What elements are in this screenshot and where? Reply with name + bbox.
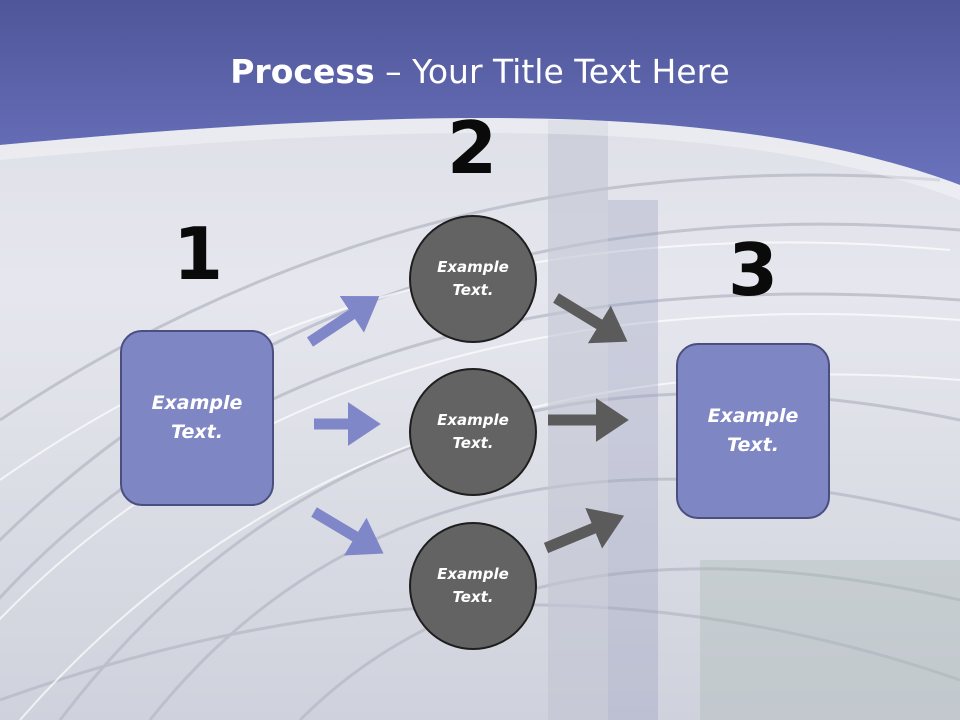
left-box-text: Example Text. [151, 392, 243, 443]
circle-middle-text: Example Text. [437, 411, 509, 452]
arrow-top-to-right [553, 293, 628, 344]
step-number-2: 2 [446, 106, 498, 190]
step-number-1: 1 [172, 212, 224, 296]
arrow-bottom-to-right [543, 507, 625, 554]
title-rest: – Your Title Text Here [374, 52, 730, 91]
left-box: Example Text. [120, 330, 274, 506]
step-number-3: 3 [727, 228, 779, 312]
arrow-to-top-circle [306, 295, 380, 347]
circle-bottom-text: Example Text. [437, 565, 509, 606]
circle-middle: Example Text. [409, 368, 537, 496]
slide-title: Process – Your Title Text Here [0, 52, 960, 91]
circle-top: Example Text. [409, 215, 537, 343]
arrow-to-bottom-circle [311, 507, 384, 556]
title-bold: Process [230, 52, 375, 91]
circle-top-text: Example Text. [437, 258, 509, 299]
right-box: Example Text. [676, 343, 830, 519]
circle-bottom: Example Text. [409, 522, 537, 650]
right-box-text: Example Text. [707, 405, 799, 456]
